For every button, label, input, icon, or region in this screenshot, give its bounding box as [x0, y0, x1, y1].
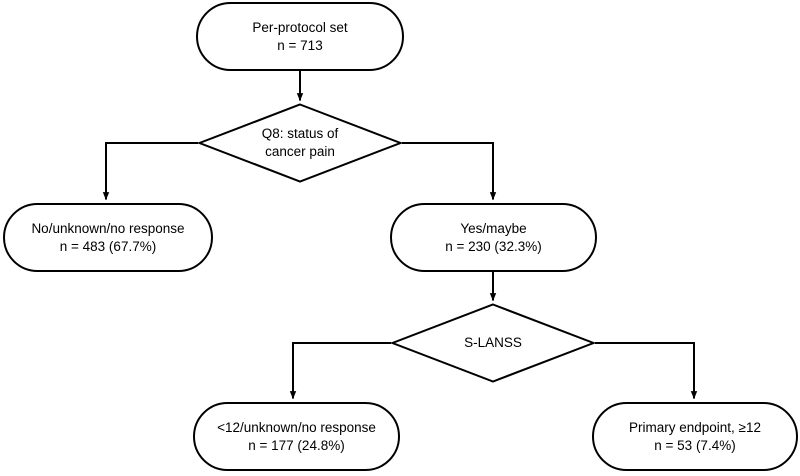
node-per-protocol-set-line2: n = 713 [277, 37, 323, 53]
node-s-lanss[interactable]: S-LANSS [391, 303, 595, 383]
node-q8-line2: cancer pain [265, 144, 335, 159]
node-q8-line1: Q8: status of [261, 126, 339, 142]
node-q8-label-group: Q8: status of cancer pain [262, 125, 339, 160]
edge-slanss-to-primary-endpoint [595, 342, 698, 400]
node-yes-maybe-line2: n = 230 (32.3%) [445, 238, 542, 254]
node-per-protocol-set-line1: Per-protocol set [252, 19, 348, 35]
node-no-unknown-line1: No/unknown/no response [31, 220, 185, 236]
node-below-12-line2: n = 177 (24.8%) [248, 437, 345, 453]
node-no-unknown-line2: n = 483 (67.7%) [59, 238, 157, 254]
edge-slanss-to-below12 [289, 342, 391, 400]
node-q8-status-of-cancer-pain[interactable]: Q8: status of cancer pain [198, 103, 402, 183]
node-yes-maybe-line1: Yes/maybe [460, 220, 527, 236]
node-primary-endpoint-line1: Primary endpoint, ≥12 [629, 419, 761, 435]
node-per-protocol-set[interactable]: Per-protocol set n = 713 [196, 2, 404, 71]
node-below-12-unknown-no-response[interactable]: <12/unknown/no response n = 177 (24.8%) [193, 402, 400, 471]
diamond-shape-q8 [198, 103, 402, 183]
edge-q8-to-no-unknown [102, 142, 198, 201]
node-no-unknown-no-response[interactable]: No/unknown/no response n = 483 (67.7%) [3, 203, 213, 272]
diamond-shape-s-lanss [391, 303, 595, 383]
node-yes-maybe[interactable]: Yes/maybe n = 230 (32.3%) [390, 203, 597, 272]
node-s-lanss-line1: S-LANSS [464, 335, 522, 351]
node-primary-endpoint[interactable]: Primary endpoint, ≥12 n = 53 (7.4%) [592, 402, 798, 471]
node-below-12-line1: <12/unknown/no response [217, 419, 376, 435]
node-primary-endpoint-line2: n = 53 (7.4%) [654, 437, 736, 453]
node-s-lanss-label-group: S-LANSS [464, 334, 522, 352]
edge-q8-to-yes-maybe [402, 142, 497, 201]
